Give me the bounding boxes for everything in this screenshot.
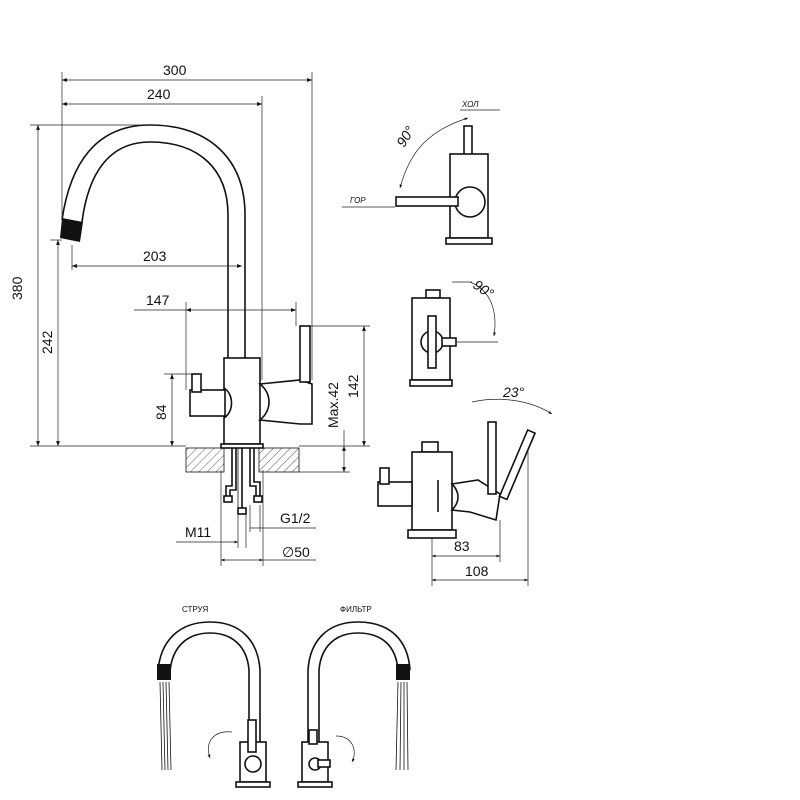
base-plate [220, 443, 264, 449]
dim-203: 203 [71, 245, 242, 270]
dim-203-label: 203 [143, 248, 167, 264]
dim-108-label: 108 [465, 563, 489, 579]
dim-147-label: 147 [146, 292, 170, 308]
dim-242-label: 242 [39, 330, 55, 354]
angle-tilt-label: 23° [502, 384, 525, 400]
lever-handle [299, 325, 311, 383]
dim-84-label: 84 [153, 404, 169, 420]
dim-142-label: 142 [345, 374, 361, 398]
front-view-lever: 90° ХОЛ ГОР [342, 100, 500, 245]
dim-g12: G1/2 [249, 505, 316, 532]
dim-108: 108 [432, 450, 529, 586]
front-lever-horizontal [395, 196, 459, 207]
dim-max42-label: Max.42 [325, 382, 341, 428]
dim-240: 240 [62, 86, 263, 380]
dim-m11: M11 [176, 514, 247, 548]
filter-handle-knob [191, 373, 202, 393]
left-joint [223, 387, 233, 419]
filter-handle-box [189, 389, 226, 417]
countertop-left [185, 447, 225, 473]
dim-142: 142 [299, 325, 370, 447]
dim-m11-label: M11 [185, 524, 211, 540]
main-side-view [60, 124, 313, 515]
dim-242: 242 [39, 239, 62, 446]
dim-84: 84 [153, 373, 192, 446]
aerator-tip [60, 218, 83, 242]
filter-mode-view: ФИЛЬТР [297, 605, 411, 788]
dim-300-label: 300 [163, 62, 187, 78]
dim-300: 300 [61, 62, 313, 380]
angle-lever-label: 90° [393, 123, 418, 150]
dim-g12-label: G1/2 [280, 510, 311, 526]
filter-handle-view: 90° [409, 276, 498, 387]
dim-380: 380 [9, 124, 186, 447]
hot-label: ГОР [350, 196, 366, 205]
front-lever-hub [454, 186, 486, 218]
lever-housing [258, 379, 313, 425]
dim-83-label: 83 [454, 538, 470, 554]
spout-outer [61, 124, 246, 360]
stream-mode-view: СТРУЯ [157, 605, 271, 788]
dim-max42: Max.42 [299, 382, 350, 473]
countertop-right [258, 447, 300, 473]
dim-147: 147 [134, 292, 297, 390]
stream-label: СТРУЯ [182, 605, 208, 614]
side-lever-tilted [498, 428, 537, 501]
hose-left [225, 448, 233, 500]
dim-d50-label: ∅50 [282, 544, 310, 560]
side-view-lever: 23° [377, 384, 553, 539]
filter-mode-label: ФИЛЬТР [340, 605, 372, 614]
stream-jet [159, 681, 172, 771]
valve-body [223, 357, 261, 445]
dim-83: 83 [431, 520, 501, 586]
hose-right [249, 448, 257, 500]
cold-label: ХОЛ [461, 100, 479, 109]
spout-inner [81, 141, 229, 360]
angle-filter-label: 90° [470, 276, 497, 301]
dim-240-label: 240 [147, 86, 171, 102]
dim-d50: ∅50 [220, 470, 316, 566]
side-lever-upright [487, 421, 497, 495]
filter-spray [395, 681, 409, 771]
dim-380-label: 380 [9, 276, 25, 300]
